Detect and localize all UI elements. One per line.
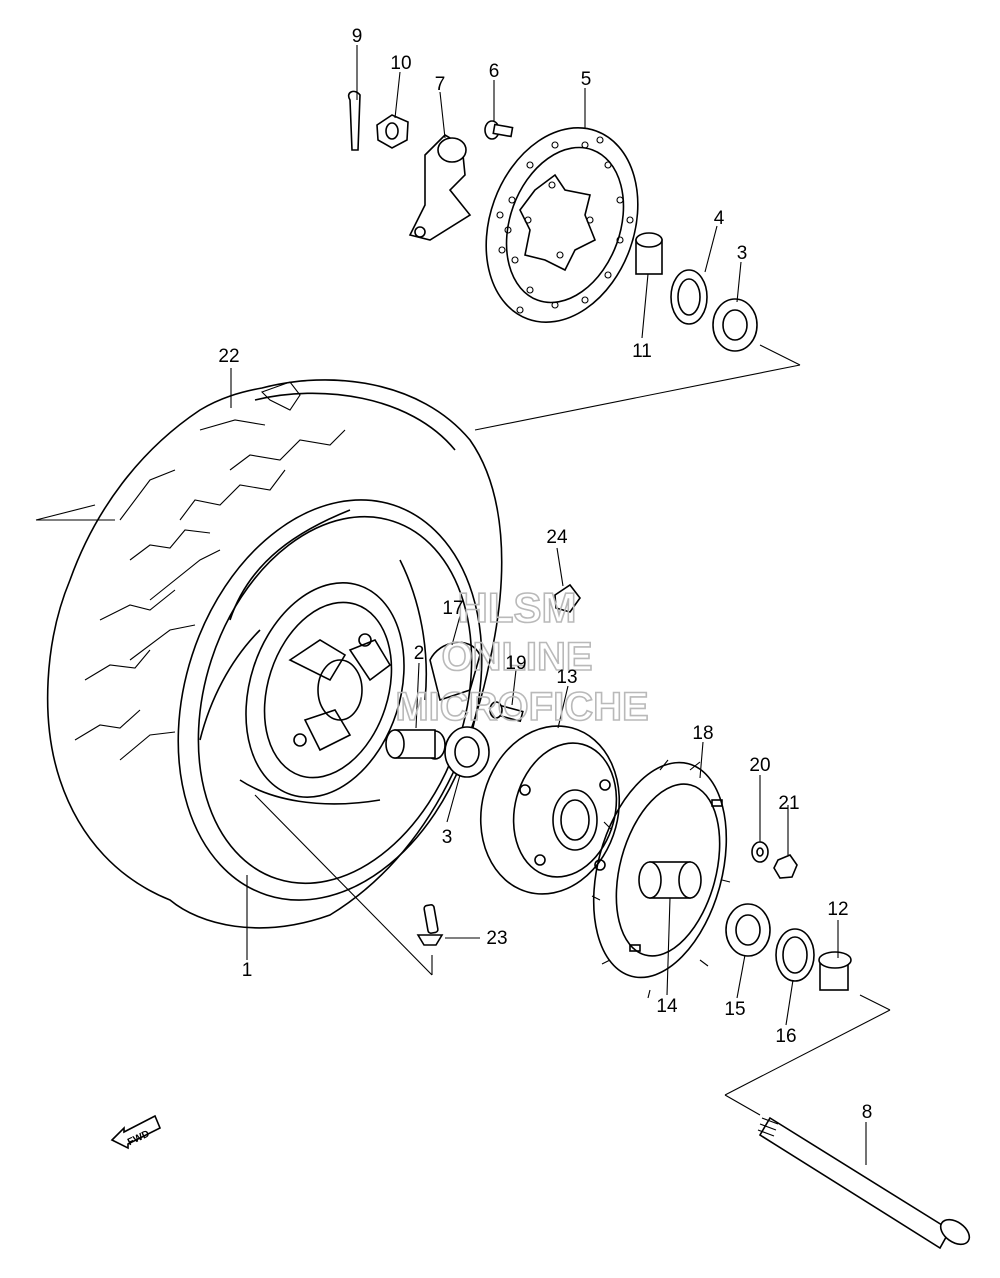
label-part-3-top[interactable]: 3 (737, 243, 748, 264)
axle-nut-10[interactable] (376, 114, 409, 149)
label-part-13[interactable]: 13 (556, 667, 577, 688)
label-part-20[interactable]: 20 (749, 755, 770, 776)
watermark: HLSM ONLINE MICROFICHE (395, 583, 650, 730)
spacer[interactable] (385, 729, 446, 760)
label-part-16[interactable]: 16 (775, 1026, 796, 1047)
label-part-6[interactable]: 6 (489, 61, 500, 82)
label-part-22[interactable]: 22 (218, 346, 239, 367)
leader-lines (230, 45, 867, 1165)
spacer-12[interactable] (818, 951, 852, 991)
bearing-left[interactable] (444, 726, 490, 778)
bolt-19[interactable] (489, 701, 524, 723)
label-part-7[interactable]: 7 (435, 74, 446, 95)
sprocket-sleeve[interactable] (638, 861, 702, 899)
label-part-9[interactable]: 9 (352, 26, 363, 47)
label-part-11[interactable]: 11 (632, 341, 652, 362)
fwd-direction-arrow: FWD (110, 1114, 162, 1150)
tire-valve[interactable] (416, 904, 480, 946)
damper[interactable] (429, 641, 481, 702)
label-part-24[interactable]: 24 (546, 527, 568, 548)
watermark-line3: MICROFICHE (395, 685, 648, 729)
axle[interactable] (757, 1116, 974, 1250)
washer-20[interactable] (751, 841, 769, 863)
bearing-right[interactable] (725, 903, 771, 957)
wheel-hub[interactable] (199, 509, 433, 976)
part-labels: 9 10 6 7 5 4 3 11 22 24 17 2 19 13 18 20… (218, 26, 872, 1123)
watermark-line1: HLSM (458, 584, 577, 631)
collar-11[interactable] (635, 232, 663, 275)
label-part-21[interactable]: 21 (778, 793, 799, 814)
brake-disc[interactable] (460, 106, 664, 343)
oil-seal-16[interactable] (775, 928, 815, 982)
label-part-19[interactable]: 19 (505, 653, 526, 674)
label-part-1[interactable]: 1 (242, 960, 253, 981)
label-part-4[interactable]: 4 (714, 208, 725, 229)
caliper-bracket[interactable] (408, 133, 472, 241)
bearing-top[interactable] (712, 298, 758, 352)
label-part-18[interactable]: 18 (692, 723, 713, 744)
label-part-5[interactable]: 5 (581, 69, 592, 90)
sprocket[interactable] (572, 748, 749, 999)
label-part-23[interactable]: 23 (486, 928, 507, 949)
nut-24[interactable] (554, 583, 581, 613)
label-part-3-bottom[interactable]: 3 (442, 827, 453, 848)
label-part-2[interactable]: 2 (414, 643, 425, 664)
label-part-14[interactable]: 14 (656, 996, 678, 1017)
oil-seal-4[interactable] (670, 269, 708, 325)
tire[interactable] (35, 344, 801, 940)
cotter-pin[interactable] (347, 90, 361, 151)
watermark-line2: ONLINE (441, 635, 592, 679)
label-part-10[interactable]: 10 (390, 53, 411, 74)
label-part-8[interactable]: 8 (862, 1102, 873, 1123)
sprocket-carrier[interactable] (462, 710, 637, 909)
label-part-15[interactable]: 15 (724, 999, 745, 1020)
label-part-17[interactable]: 17 (442, 598, 463, 619)
nut-21[interactable] (773, 854, 798, 879)
label-part-12[interactable]: 12 (827, 899, 848, 920)
bolt-6[interactable] (484, 120, 514, 140)
